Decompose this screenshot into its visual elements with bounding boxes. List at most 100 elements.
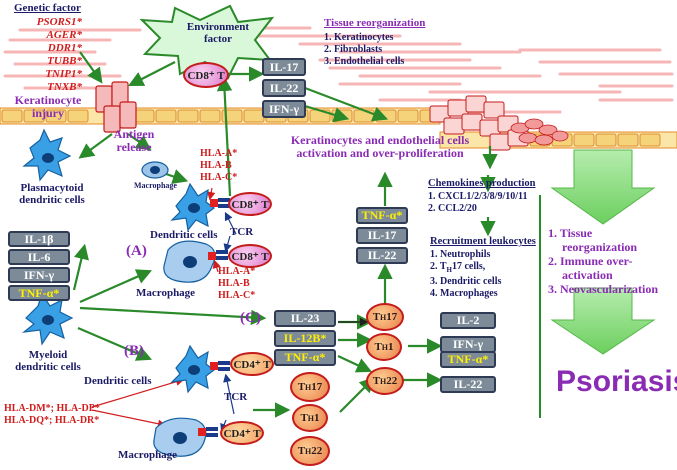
recruitment-title: Recruitment leukocytes xyxy=(430,236,536,247)
cytokine-box-il17-top: IL-17 xyxy=(262,58,306,76)
gene-item: TUBB* xyxy=(47,55,82,67)
activation-line1: Keratinocytes and endothelial cells xyxy=(290,133,470,147)
hla-item: HLA-B xyxy=(200,160,232,171)
pathway-c-label: (C) xyxy=(240,310,261,326)
hla-class2-line1: HLA-DM*; HLA-DP* xyxy=(4,403,100,414)
small-macrophage-label: Macrophage xyxy=(134,181,177,190)
cd8-t-cell-a1: CD8⁺ T xyxy=(228,192,272,216)
chemokines-box: Chemokines production 1. CXCL1/2/3/8/9/1… xyxy=(428,178,535,215)
cytokine-box-il22-top: IL-22 xyxy=(262,79,306,97)
environment-line1: Environment xyxy=(186,21,250,33)
list-item: 1. CXCL1/2/3/8/9/10/11 xyxy=(428,191,528,203)
red-arrows xyxy=(91,187,221,428)
outcome-line: reorganization xyxy=(562,240,638,254)
cytokine-box-tnfa-out: TNF-α* xyxy=(440,351,496,368)
pathway-b-macrophage-shape xyxy=(153,417,218,457)
myeloid-dc-label: Myeloid dendritic cells xyxy=(6,349,90,373)
list-item: 1. Neutrophils xyxy=(430,249,491,261)
gene-item: AGER* xyxy=(46,29,82,41)
pathway-a-macrophage-label: Macrophage xyxy=(136,287,196,299)
cd8-t-cell-a2: CD8⁺ T xyxy=(228,244,272,268)
keratinocyte-injury-line2: injury xyxy=(31,105,64,120)
list-item: 4. Macrophages xyxy=(430,288,498,300)
antigen-release-line1: Antigen xyxy=(113,127,155,141)
pathway-a-tcr-label: TCR xyxy=(230,226,254,238)
hla-item: HLA-C* xyxy=(200,172,238,183)
cytokine-box-il1b: IL-1β xyxy=(8,231,70,247)
hla-item: HLA-C* xyxy=(218,290,256,301)
keratinocyte-injury-line1: Keratinocyte xyxy=(14,93,82,107)
outcomes-list: 1. Tissue reorganization 2. Immune over-… xyxy=(548,226,658,296)
plasmacytoid-dc-shape xyxy=(22,128,72,182)
recruitment-box: Recruitment leukocytes 1. Neutrophils 2.… xyxy=(430,236,536,300)
pathway-a-hla: HLA-A* HLA-B HLA-C* xyxy=(218,266,255,302)
cd8-t-cell-top: CD8⁺ T xyxy=(183,62,229,88)
pathway-a-macrophage-shape xyxy=(163,240,228,283)
tissue-reorganization-list: 1. Keratinocytes 2. Fibroblasts 3. Endot… xyxy=(324,32,425,68)
pathway-a-dendritic-label: Dendritic cells xyxy=(150,229,218,241)
tissue-reorganization-box: Tissue reorganization 1. Keratinocytes 2… xyxy=(324,17,426,68)
small-macrophage-shape xyxy=(141,161,169,179)
list-item: 2. Fibroblasts xyxy=(324,43,383,55)
cytokine-box-tnfa-c: TNF-α* xyxy=(274,349,336,366)
antigen-release-line2: release xyxy=(116,139,152,154)
hla-class1-top: HLA-A* HLA-B HLA-C* xyxy=(200,148,237,184)
cytokine-box-tnfa-mid: TNF-α* xyxy=(356,207,408,224)
list-item: 3. Dendritic cells xyxy=(430,276,502,288)
cd4-t-cell-b1: CD4⁺ T xyxy=(230,352,274,376)
antigen-release-label: Antigen release xyxy=(104,128,164,153)
green-arrows xyxy=(72,51,498,418)
list-item: 1. Keratinocytes xyxy=(324,31,394,43)
myeloid-dc-shape xyxy=(21,292,74,346)
big-arrow-2 xyxy=(550,287,656,355)
cytokine-box-il17-mid: IL-17 xyxy=(356,227,408,244)
environment-factor-label: Environment factor xyxy=(178,21,258,45)
outcome-line: 2. Immune over- xyxy=(548,254,633,268)
pathway-a-dc-shape xyxy=(170,182,230,232)
activation-line2: activation and over-proliferation xyxy=(296,145,464,160)
tissue-reorganization-title: Tissue reorganization xyxy=(324,17,426,29)
gene-item: TNIP1* xyxy=(45,68,82,80)
cytokine-box-il2: IL-2 xyxy=(440,312,496,329)
outcome-line: 1. Tissue xyxy=(548,226,593,240)
pathway-b-hla: HLA-DM*; HLA-DP* HLA-DQ*; HLA-DR* xyxy=(4,403,100,427)
cytokine-box-ifng-left: IFN-γ xyxy=(8,267,70,283)
cytokine-box-il12b: IL-12B* xyxy=(274,330,336,347)
cytokine-box-il22-out: IL-22 xyxy=(440,376,496,393)
pathway-b-label: (B) xyxy=(124,343,144,359)
gene-item: PSORS1* xyxy=(36,16,82,28)
pathway-b-dc-shape xyxy=(170,344,230,394)
hla-item: HLA-A* xyxy=(218,266,256,277)
pathway-b-macrophage-label: Macrophage xyxy=(118,449,178,461)
chemokines-title: Chemokines production xyxy=(428,178,536,189)
outcome-line: activation xyxy=(562,268,613,282)
pathway-a-label: (A) xyxy=(126,243,147,259)
injured-keratinocytes xyxy=(95,81,137,133)
big-arrow-1 xyxy=(550,149,656,225)
cytokine-box-ifng-top: IFN-γ xyxy=(262,100,306,118)
myeloid-line2: dendritic cells xyxy=(15,360,81,373)
cytokine-box-il6: IL-6 xyxy=(8,249,70,265)
cytokine-box-il23: IL-23 xyxy=(274,310,336,327)
activation-label: Keratinocytes and endothelial cells acti… xyxy=(262,134,498,159)
recruitment-list: 1. Neutrophils 2. TH17 cells, 3. Dendrit… xyxy=(430,249,536,300)
hla-item: HLA-A* xyxy=(200,148,238,159)
environment-line2: factor xyxy=(203,32,233,45)
skin-strands xyxy=(3,26,674,114)
cytokine-box-il22-mid: IL-22 xyxy=(356,247,408,264)
plasmacytoid-line1: Plasmacytoid xyxy=(20,182,84,194)
hla-class2-line2: HLA-DQ*; HLA-DR* xyxy=(4,415,100,426)
cytokine-box-tnfa-left: TNF-α* xyxy=(8,285,70,301)
list-item: 3. Endothelial cells xyxy=(324,55,405,67)
hla-item: HLA-B xyxy=(218,278,250,289)
chemokines-list: 1. CXCL1/2/3/8/9/10/11 2. CCL2/20 xyxy=(428,191,535,215)
gene-item: TNXB* xyxy=(47,81,82,93)
psoriasis-title: Psoriasis xyxy=(556,365,677,398)
